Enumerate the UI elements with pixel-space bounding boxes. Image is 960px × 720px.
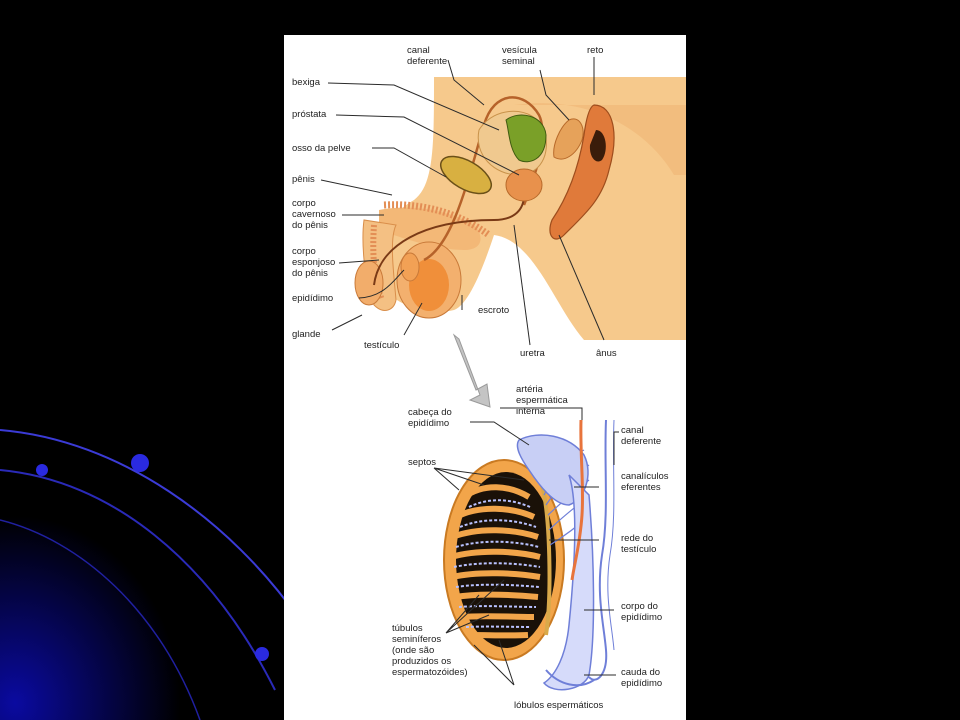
label-arteria: artéria espermática interna [516, 384, 568, 417]
label-corpo-esponjoso: corpo esponjoso do pênis [292, 246, 336, 279]
seminal-vesicle [553, 118, 584, 160]
label-septos: septos [408, 457, 436, 468]
label-glande: glande [292, 329, 321, 340]
testis-detail [433, 407, 619, 691]
background-arc-3 [0, 519, 201, 720]
label-escroto: escroto [478, 305, 510, 316]
rectum-lumen [589, 130, 606, 162]
lower-leader-lines [433, 407, 619, 686]
label-cauda-epididimo: cauda do epidídimo [621, 667, 663, 689]
label-bexiga: bexiga [292, 77, 320, 88]
testis-inner [456, 472, 556, 648]
vas-deferens-wall [607, 419, 615, 651]
upper-leader-lines [320, 57, 605, 346]
background-arc-1 [0, 429, 301, 621]
label-lobulos: lóbulos espermáticos [514, 700, 604, 711]
sagittal-section [320, 57, 686, 408]
epididymis-head [516, 434, 589, 506]
label-corpo-epididimo: corpo do epidídimo [621, 601, 663, 623]
anatomy-drawing [320, 57, 686, 691]
label-uretra: uretra [520, 348, 545, 359]
label-vesicula-seminal: vesícula seminal [502, 45, 537, 67]
label-corpo-cavernoso: corpo cavernoso do pênis [292, 198, 336, 231]
label-reto: reto [587, 45, 604, 56]
anatomy-figure: canal deferente vesícula seminal reto be… [284, 35, 686, 720]
prostate [505, 168, 543, 202]
pelvis-shadow [514, 103, 686, 175]
label-epididimo: epidídimo [292, 293, 334, 304]
rete-testis [540, 484, 552, 636]
label-anus: ânus [596, 348, 617, 359]
background-dot-2 [36, 464, 48, 476]
label-osso-pelve: osso da pelve [292, 143, 351, 154]
label-testiculo: testículo [364, 340, 400, 351]
label-cabeca-epididimo: cabeça do epidídimo [408, 407, 452, 429]
label-canal-deferente: canal deferente [407, 45, 448, 67]
label-rede-testiculo: rede do testículo [621, 533, 657, 555]
background-glow [0, 380, 300, 720]
background-arc-2 [0, 469, 276, 691]
background-dot-3 [255, 647, 269, 661]
label-canal-deferente-lower: canal deferente [621, 425, 662, 447]
epididymis-tail [545, 669, 595, 687]
bladder-lumen [505, 114, 547, 163]
label-penis: pênis [292, 174, 315, 185]
background-dot-1 [131, 454, 149, 472]
label-canaliculos: canalículos eferentes [621, 471, 669, 493]
label-tubulos: túbulos seminíferos (onde são produzidos… [392, 623, 468, 678]
epididymis [400, 252, 420, 282]
corpus-stripes [383, 201, 492, 238]
tubules [453, 499, 541, 628]
label-prostata: próstata [292, 109, 327, 120]
testis [409, 259, 449, 311]
lobules [450, 484, 541, 639]
urethra-line [373, 194, 525, 286]
pelvic-bone [440, 155, 492, 195]
spermatic-artery [570, 419, 585, 581]
vas-deferens-detail [588, 419, 608, 681]
magnify-arrow [452, 333, 491, 408]
